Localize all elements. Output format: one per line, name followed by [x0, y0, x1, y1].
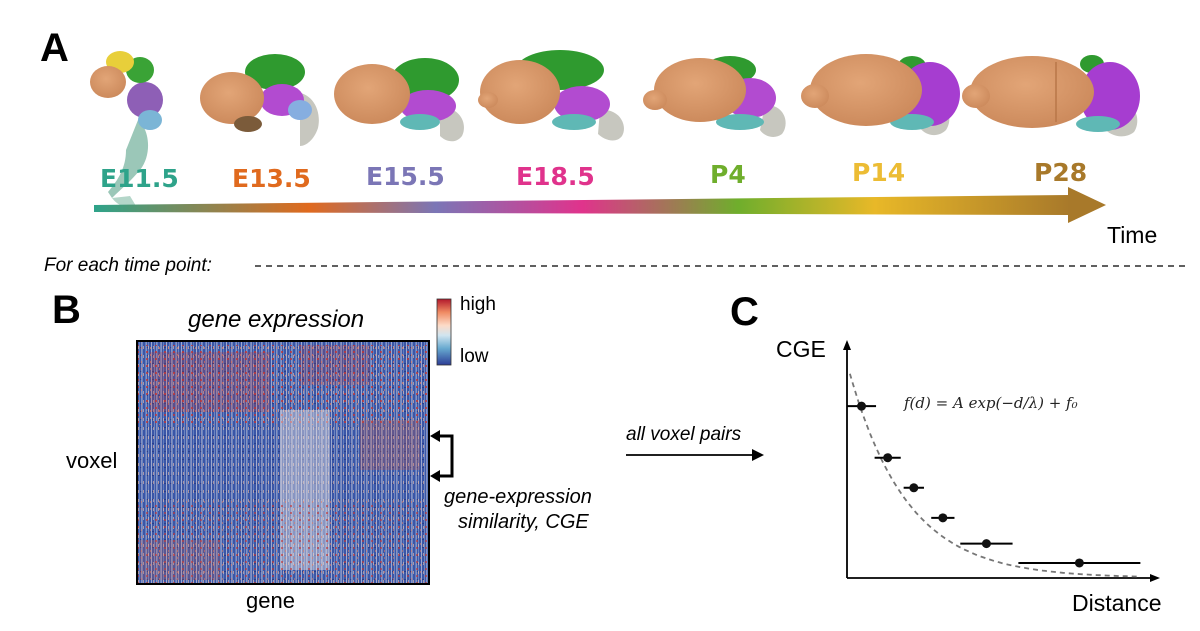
bracket-arrowhead-top: [430, 430, 440, 442]
brain-e15-5: [334, 58, 464, 142]
y-axis-arrowhead: [843, 340, 851, 350]
data-point-4: [981, 539, 991, 549]
data-point-5: [1074, 558, 1084, 568]
brain-e18-5: [478, 50, 624, 141]
panel-b-label: B: [52, 288, 81, 332]
bracket-note-line2: similarity, CGE: [458, 511, 589, 533]
x-axis-label: Distance: [1072, 590, 1162, 616]
heatmap-frame: [136, 340, 430, 585]
fit-formula: f(d) = A exp(−d/λ) + f₀: [904, 394, 1078, 412]
stage-label-p4: P4: [710, 160, 746, 189]
panel-c-label: C: [730, 290, 759, 334]
time-arrow: [94, 187, 1106, 223]
colorbar-low-label: low: [460, 346, 489, 367]
data-point-1: [883, 453, 893, 463]
stage-label-e18-5: E18.5: [516, 162, 595, 191]
stage-label-e15-5: E15.5: [366, 162, 445, 191]
voxel-pairs-arrowhead: [752, 449, 764, 461]
stage-label-p14: P14: [852, 158, 906, 187]
brain-p28: [962, 55, 1140, 137]
voxel-pairs-label: all voxel pairs: [626, 424, 742, 445]
y-axis-label: CGE: [776, 336, 826, 362]
x-axis-arrowhead: [1150, 574, 1160, 582]
data-point-0: [857, 401, 867, 411]
heatmap-xlabel: gene: [246, 588, 295, 613]
data-point-2: [909, 483, 919, 493]
brain-e13-5: [200, 54, 319, 146]
heatmap-ylabel: voxel: [66, 448, 118, 473]
stage-label-e13-5: E13.5: [232, 164, 311, 193]
colorbar: [436, 298, 452, 366]
bracket-note-line1: gene-expression: [444, 486, 592, 508]
time-label: Time: [1107, 222, 1158, 248]
separator-label: For each time point:: [44, 255, 212, 276]
colorbar-high-label: high: [460, 294, 496, 315]
bracket-arrowhead-bottom: [430, 470, 440, 482]
panel-a-label: A: [40, 26, 69, 70]
data-point-3: [938, 513, 948, 523]
brain-p14: [801, 54, 960, 136]
stage-label-p28: P28: [1034, 158, 1088, 187]
heatmap-title: gene expression: [188, 306, 365, 333]
stage-label-e11-5: E11.5: [100, 164, 179, 193]
brain-p4: [643, 56, 786, 137]
cge-bracket: [436, 434, 454, 478]
heatmap: [137, 341, 429, 584]
fit-curve: [849, 373, 1138, 578]
